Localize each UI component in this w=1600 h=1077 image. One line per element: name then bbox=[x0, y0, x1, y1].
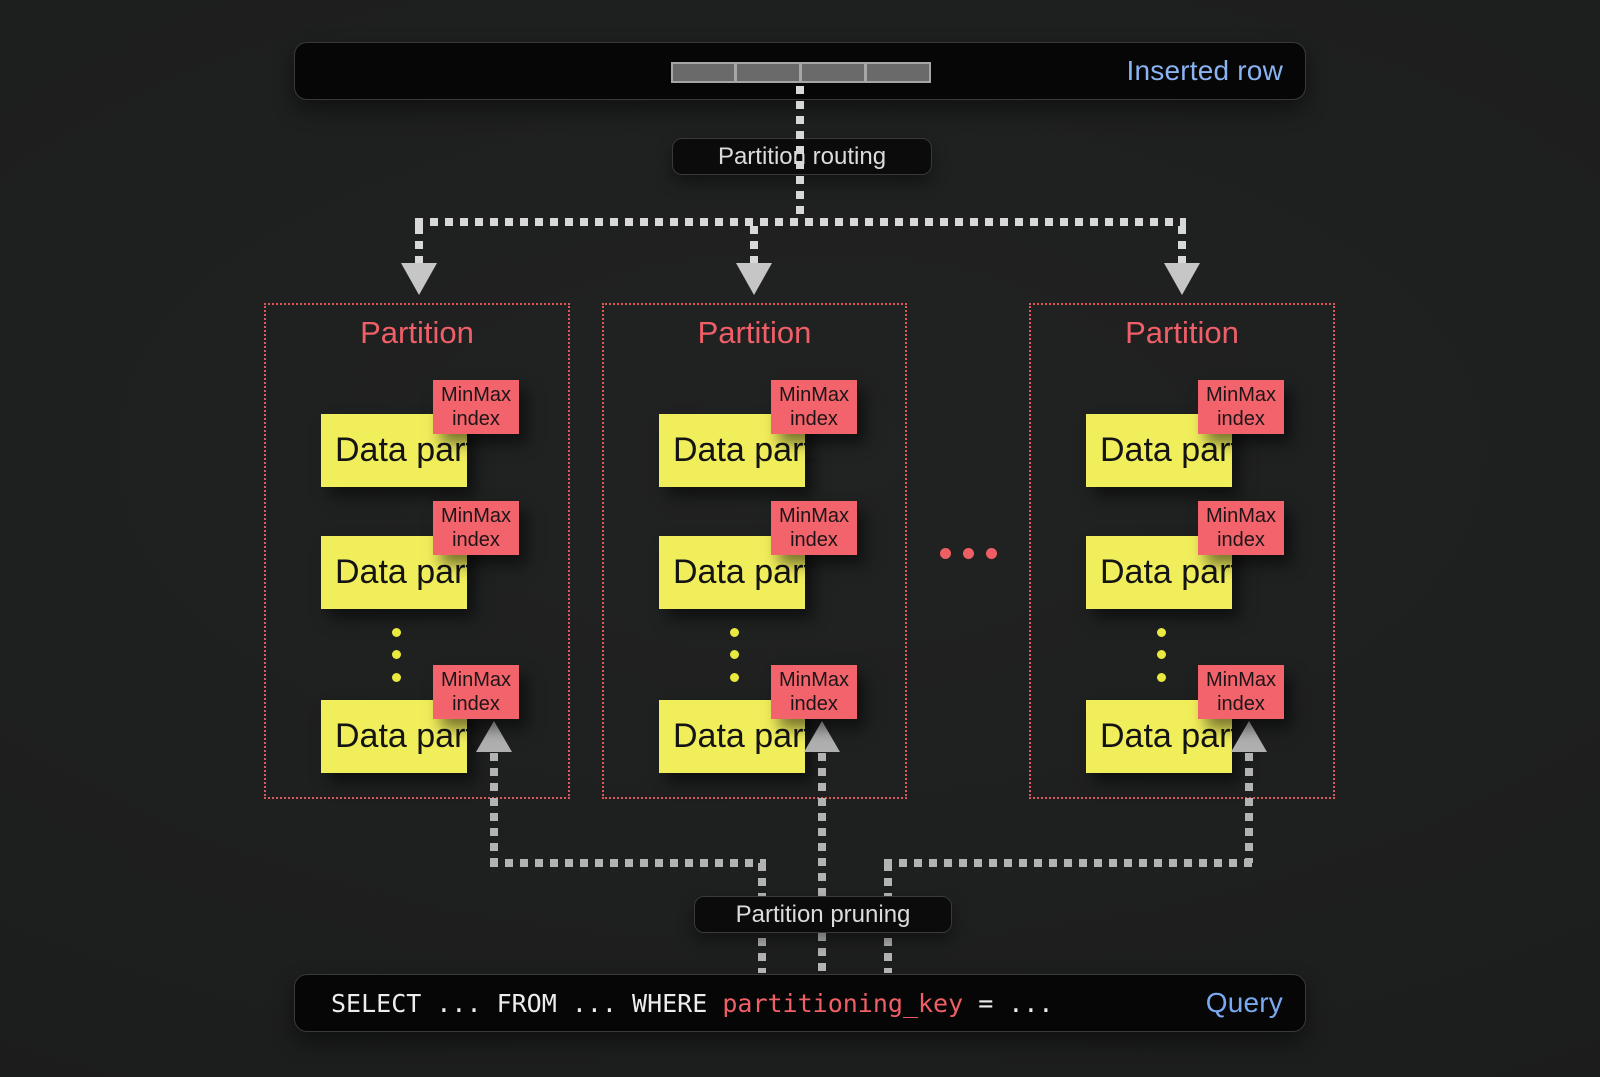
data-part: Data part bbox=[321, 700, 475, 773]
partition-title: Partition bbox=[360, 315, 474, 350]
pruning-branch-line-right bbox=[884, 859, 1253, 867]
pruning-branch-line-left bbox=[490, 859, 766, 867]
minmax-index-tag: MinMax index bbox=[1198, 380, 1284, 434]
pruning-arrow-stem bbox=[818, 753, 826, 973]
minmax-index-tag: MinMax index bbox=[1198, 501, 1284, 555]
partition-title: Partition bbox=[1125, 315, 1239, 350]
pruning-arrow-stem bbox=[490, 753, 498, 863]
query-code-segment: = ... bbox=[963, 988, 1054, 1018]
pruning-arrow-stem bbox=[1245, 753, 1253, 863]
routing-arrow-stem bbox=[415, 226, 423, 264]
minmax-index-tag: MinMax index bbox=[771, 380, 857, 434]
more-parts-dot bbox=[730, 650, 739, 659]
ellipsis-dot bbox=[940, 548, 951, 559]
data-part: Data part bbox=[659, 700, 813, 773]
row-cell bbox=[671, 62, 736, 83]
minmax-index-tag: MinMax index bbox=[433, 380, 519, 434]
routing-arrow-stem bbox=[1178, 226, 1186, 264]
query-label: Query bbox=[1205, 987, 1283, 1018]
data-part: Data part bbox=[1086, 414, 1240, 487]
row-cell bbox=[801, 62, 866, 83]
partitioning-key-token: partitioning_key bbox=[722, 988, 964, 1018]
more-parts-dot bbox=[730, 628, 739, 637]
query-code-segment: SELECT ... FROM ... WHERE bbox=[331, 988, 723, 1018]
query-bar: SELECT ... FROM ... WHERE partitioning_k… bbox=[294, 974, 1306, 1032]
minmax-index-tag: MinMax index bbox=[771, 665, 857, 719]
ellipsis-dot bbox=[963, 548, 974, 559]
partition-title: Partition bbox=[697, 315, 812, 350]
data-part: Data part bbox=[1086, 536, 1240, 609]
inserted-row-cells bbox=[671, 62, 931, 83]
data-part: Data part bbox=[1086, 700, 1240, 773]
more-parts-dot bbox=[730, 673, 739, 682]
more-parts-dot bbox=[392, 628, 401, 637]
row-cell bbox=[736, 62, 801, 83]
arrow-down-icon bbox=[401, 263, 437, 295]
more-parts-dot bbox=[1157, 650, 1166, 659]
more-parts-dot bbox=[392, 650, 401, 659]
routing-arrow-stem bbox=[750, 226, 758, 264]
minmax-index-tag: MinMax index bbox=[771, 501, 857, 555]
arrow-down-icon bbox=[1164, 263, 1200, 295]
more-parts-dot bbox=[1157, 628, 1166, 637]
minmax-index-tag: MinMax index bbox=[1198, 665, 1284, 719]
row-cell bbox=[866, 62, 931, 83]
ellipsis-dot bbox=[986, 548, 997, 559]
minmax-index-tag: MinMax index bbox=[433, 665, 519, 719]
inserted-row-bar: Inserted row bbox=[294, 42, 1306, 100]
more-parts-dot bbox=[392, 673, 401, 682]
minmax-index-tag: MinMax index bbox=[433, 501, 519, 555]
partition-pruning-label: Partition pruning bbox=[694, 896, 952, 933]
inserted-row-label: Inserted row bbox=[1126, 55, 1283, 86]
arrow-down-icon bbox=[736, 263, 772, 295]
routing-drop-line bbox=[796, 86, 804, 218]
routing-branch-line bbox=[415, 218, 1186, 226]
more-parts-dot bbox=[1157, 673, 1166, 682]
query-code: SELECT ... FROM ... WHERE partitioning_k… bbox=[331, 989, 1053, 1018]
